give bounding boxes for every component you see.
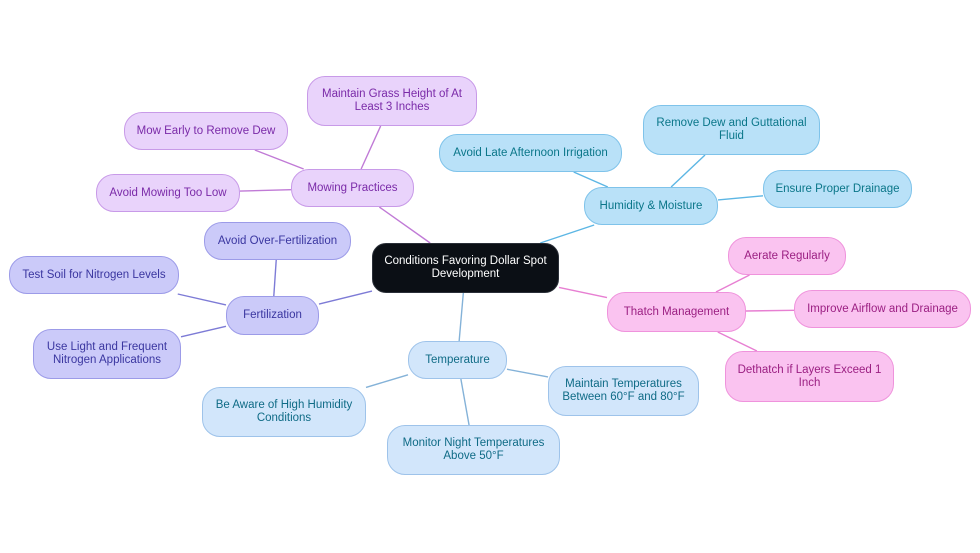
connector-fert-fe-soil bbox=[177, 293, 227, 306]
connector-temp-te-humid bbox=[365, 374, 409, 389]
connector-root-thatch bbox=[558, 286, 608, 299]
leaf-avoid-over-fertilization[interactable]: Avoid Over-Fertilization bbox=[204, 222, 351, 260]
leaf-dethatch[interactable]: Dethatch if Layers Exceed 1 Inch bbox=[725, 351, 894, 402]
connector-fert-fe-light bbox=[180, 325, 227, 338]
connector-temp-te-range bbox=[506, 368, 549, 378]
leaf-light-frequent-nitrogen[interactable]: Use Light and Frequent Nitrogen Applicat… bbox=[33, 329, 181, 379]
leaf-mow-early[interactable]: Mow Early to Remove Dew bbox=[124, 112, 288, 150]
leaf-improve-airflow[interactable]: Improve Airflow and Drainage bbox=[794, 290, 971, 328]
connector-mowing-mow-low bbox=[239, 188, 292, 192]
connector-root-mowing bbox=[378, 206, 431, 244]
leaf-remove-dew[interactable]: Remove Dew and Guttational Fluid bbox=[643, 105, 820, 155]
branch-humidity-moisture[interactable]: Humidity & Moisture bbox=[584, 187, 718, 225]
connector-mowing-mow-height bbox=[360, 125, 382, 170]
branch-mowing-practices[interactable]: Mowing Practices bbox=[291, 169, 414, 207]
branch-temperature[interactable]: Temperature bbox=[408, 341, 507, 379]
root-node[interactable]: Conditions Favoring Dollar Spot Developm… bbox=[372, 243, 559, 293]
connector-thatch-th-aerate bbox=[715, 274, 750, 293]
branch-thatch-management[interactable]: Thatch Management bbox=[607, 292, 746, 332]
branch-fertilization[interactable]: Fertilization bbox=[226, 296, 319, 335]
connector-temp-te-night bbox=[460, 378, 470, 426]
leaf-night-temperatures[interactable]: Monitor Night Temperatures Above 50°F bbox=[387, 425, 560, 475]
connector-thatch-th-dethatch bbox=[717, 331, 758, 352]
connector-fert-fe-over bbox=[273, 259, 277, 297]
connector-root-humidity bbox=[540, 224, 595, 244]
leaf-avoid-late-irrigation[interactable]: Avoid Late Afternoon Irrigation bbox=[439, 134, 622, 172]
leaf-aerate-regularly[interactable]: Aerate Regularly bbox=[728, 237, 846, 275]
leaf-maintain-temperatures[interactable]: Maintain Temperatures Between 60°F and 8… bbox=[548, 366, 699, 416]
connector-root-temp bbox=[458, 292, 465, 342]
connector-thatch-th-airflow bbox=[745, 309, 795, 312]
connector-root-fert bbox=[318, 290, 373, 305]
leaf-avoid-mowing-low[interactable]: Avoid Mowing Too Low bbox=[96, 174, 240, 212]
connector-humidity-hum-dew bbox=[670, 154, 706, 188]
leaf-high-humidity[interactable]: Be Aware of High Humidity Conditions bbox=[202, 387, 366, 437]
connector-humidity-hum-drainage bbox=[717, 195, 764, 201]
leaf-maintain-grass-height[interactable]: Maintain Grass Height of At Least 3 Inch… bbox=[307, 76, 477, 126]
leaf-ensure-drainage[interactable]: Ensure Proper Drainage bbox=[763, 170, 912, 208]
leaf-test-soil-nitrogen[interactable]: Test Soil for Nitrogen Levels bbox=[9, 256, 179, 294]
connector-mowing-mow-early bbox=[254, 149, 304, 170]
connector-humidity-hum-irrigation bbox=[573, 171, 609, 188]
